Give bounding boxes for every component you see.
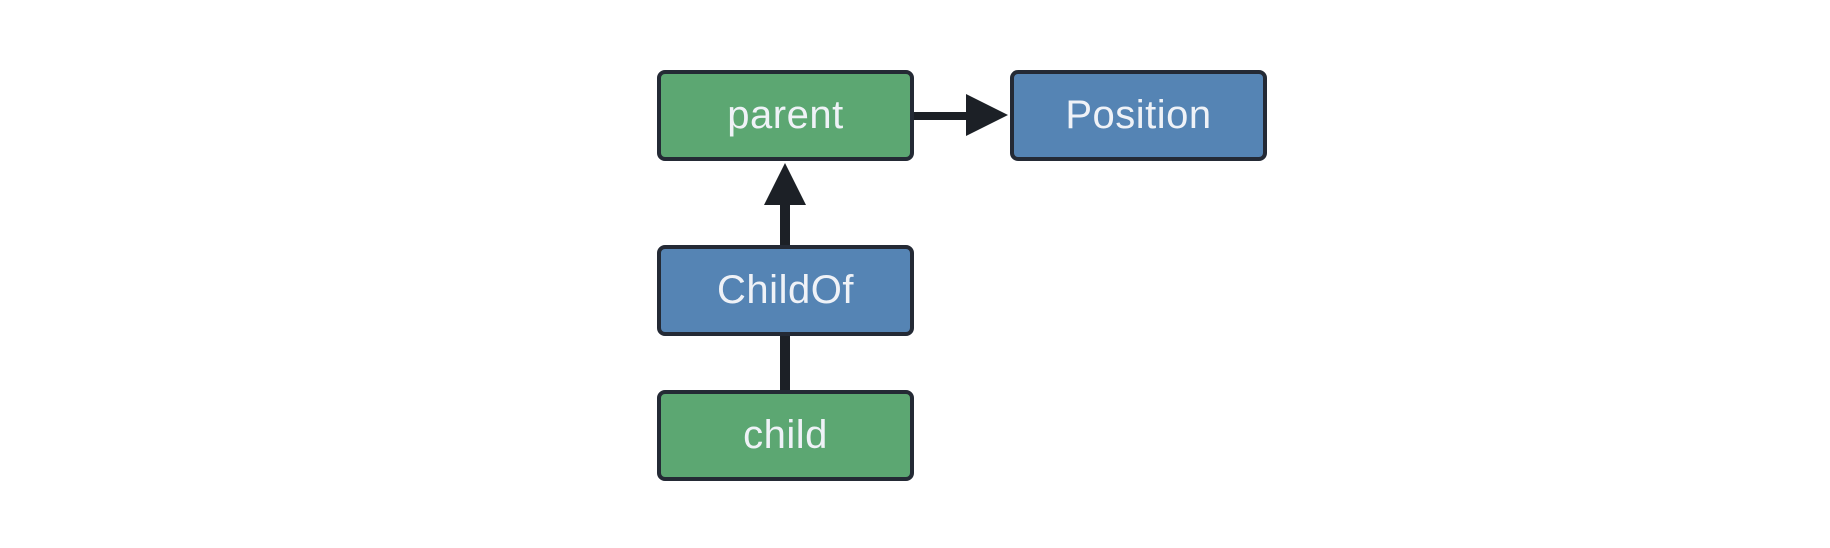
node-position-label: Position — [1065, 93, 1212, 137]
node-position: Position — [1010, 70, 1267, 161]
node-childof: ChildOf — [657, 245, 914, 336]
node-childof-label: ChildOf — [717, 268, 854, 312]
edge-parent-to-position-arrowhead — [966, 94, 1008, 136]
node-parent-label: parent — [727, 93, 844, 137]
edge-child-to-childof-line — [780, 336, 790, 390]
edge-childof-to-parent-shaft — [780, 200, 790, 245]
node-child: child — [657, 390, 914, 481]
edge-childof-to-parent-arrowhead — [764, 163, 806, 205]
edge-parent-to-position-shaft — [914, 112, 970, 120]
node-parent: parent — [657, 70, 914, 161]
node-child-label: child — [743, 413, 828, 457]
